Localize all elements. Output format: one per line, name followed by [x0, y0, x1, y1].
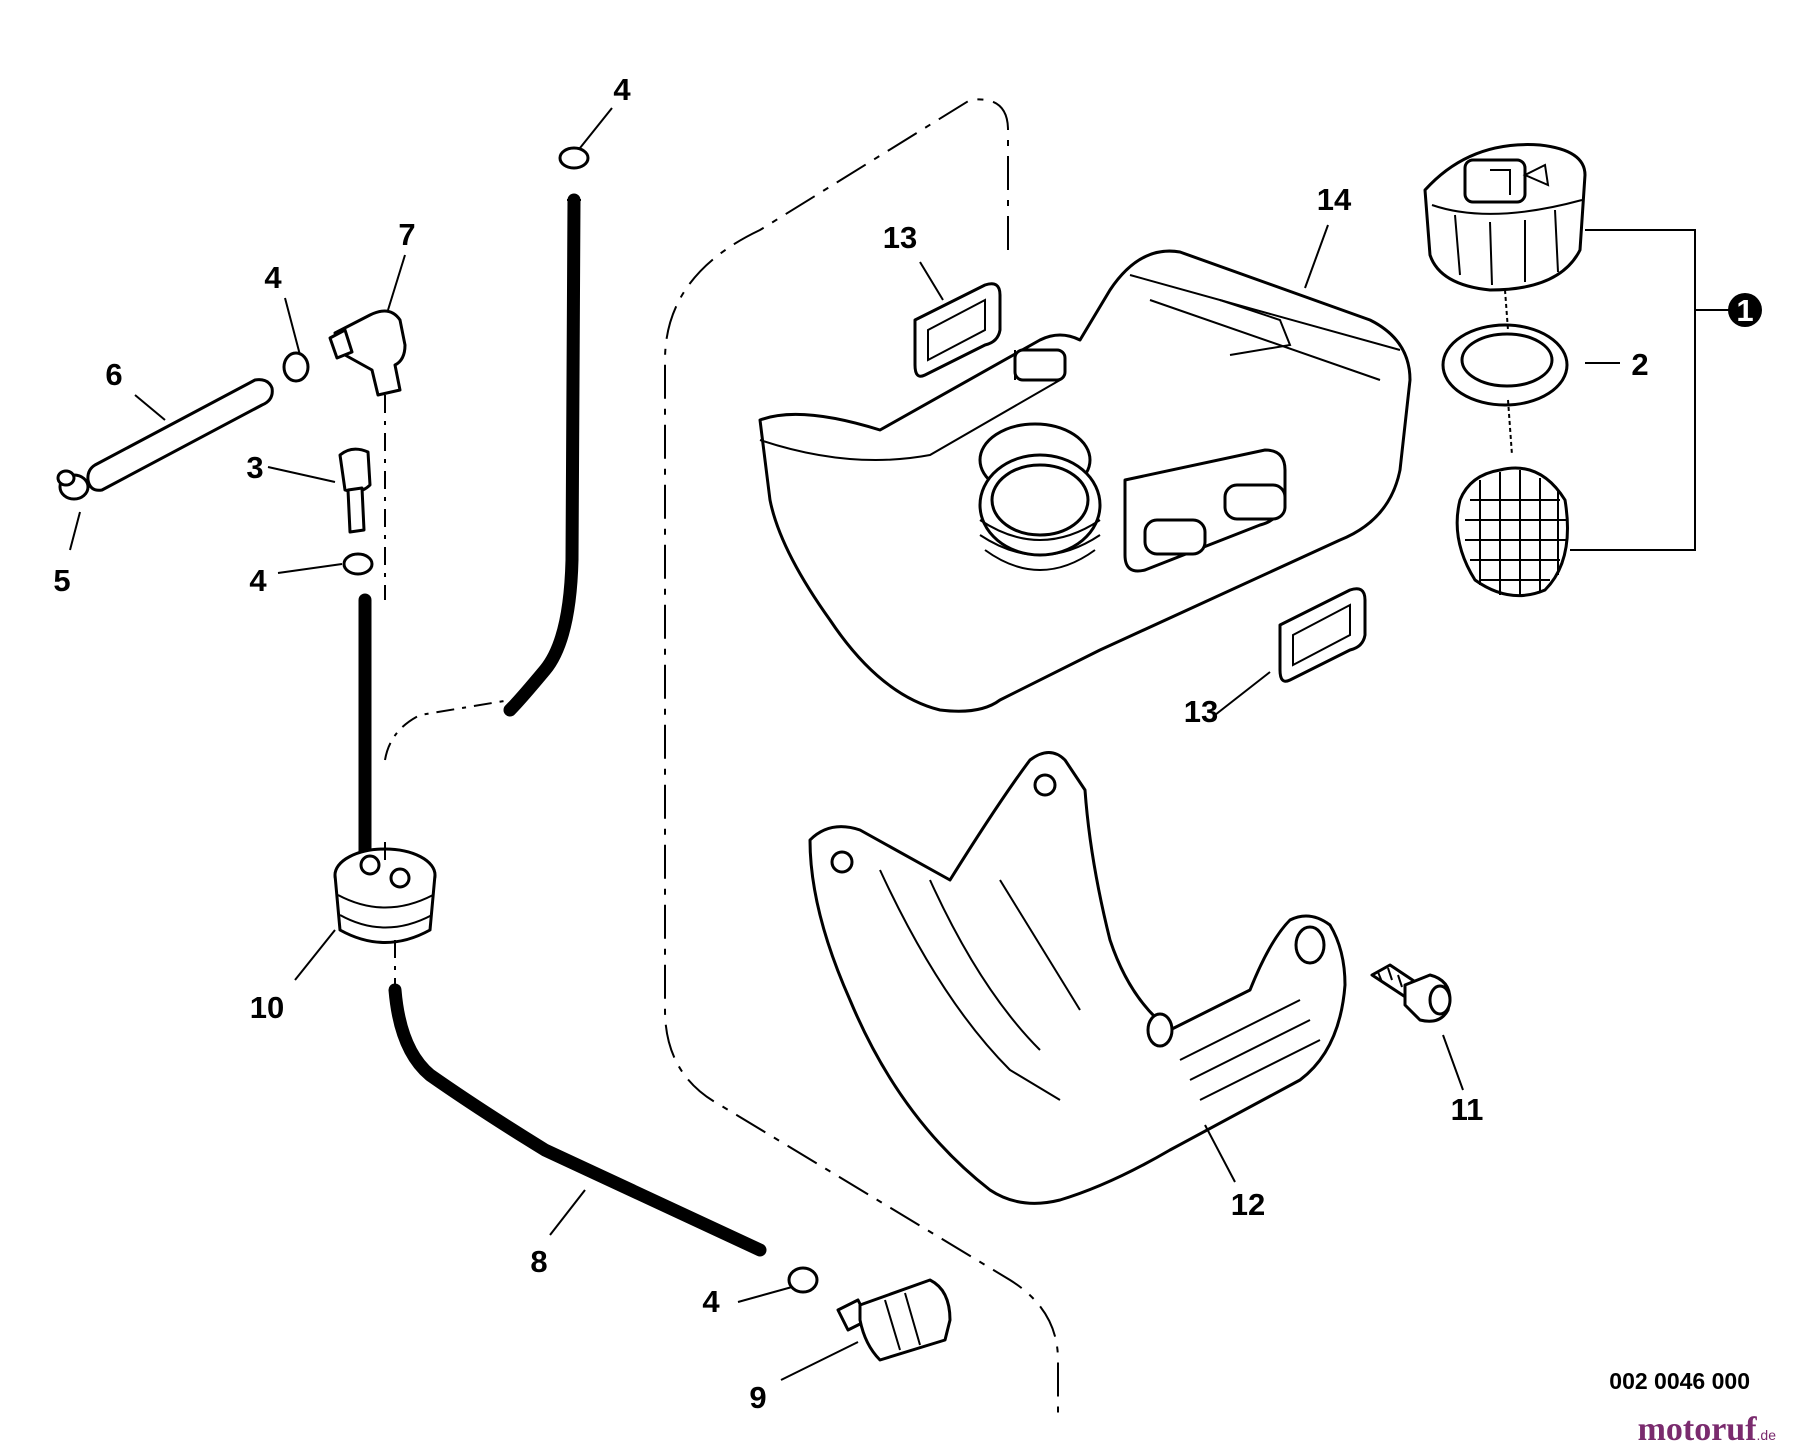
callout-1: 1 [1736, 293, 1753, 328]
grommet-upper [913, 282, 1002, 378]
callout-12: 12 [1231, 1187, 1265, 1222]
drawing-code: 002 0046 000 [1609, 1368, 1750, 1394]
fuel-cap [1423, 143, 1587, 292]
callout-8: 8 [530, 1244, 547, 1279]
callout-3: 3 [246, 450, 263, 485]
return-line-hose [503, 193, 581, 717]
fuel-fitting-3 [338, 447, 372, 534]
watermark-brand: motoruf [1638, 1411, 1758, 1444]
callout-7: 7 [398, 217, 415, 252]
cap-gasket [1441, 323, 1569, 407]
callout-11: 11 [1451, 1092, 1484, 1127]
cap-strainer [1455, 289, 1569, 598]
vent-tube-6 [86, 378, 274, 492]
center-line-left [384, 395, 511, 985]
callout-10: 10 [250, 990, 284, 1025]
suction-hose [388, 983, 767, 1257]
callout-4-bottom: 4 [702, 1284, 720, 1319]
callout-9: 9 [749, 1380, 766, 1415]
bolt [1370, 963, 1452, 1023]
callout-2: 2 [1631, 347, 1648, 382]
callout-14: 14 [1317, 182, 1352, 217]
assembly-boundary [664, 98, 1059, 1420]
callout-4-top: 4 [613, 72, 631, 107]
callout-6: 6 [105, 357, 122, 392]
callout-5: 5 [53, 563, 70, 598]
callout-13-lower: 13 [1184, 694, 1218, 729]
callout-4-mid: 4 [249, 563, 267, 598]
grommet-lower [1278, 587, 1367, 683]
callout-13-upper: 13 [883, 220, 917, 255]
watermark-suffix: .de [1757, 1427, 1777, 1443]
callout-bracket-1 [1570, 229, 1740, 551]
watermark: motoruf.de [1638, 1411, 1777, 1444]
tank-grommet-10 [333, 847, 437, 944]
hose-clamp-5 [56, 469, 90, 501]
leader-lines [69, 107, 1464, 1381]
fuel-tank [758, 249, 1412, 713]
callout-4-elbow: 4 [264, 260, 282, 295]
tank-bracket [808, 751, 1347, 1205]
fuel-filter [836, 1278, 952, 1362]
o-rings [282, 146, 819, 1294]
elbow-fitting [328, 309, 407, 397]
callout-1-dot [1728, 293, 1762, 327]
